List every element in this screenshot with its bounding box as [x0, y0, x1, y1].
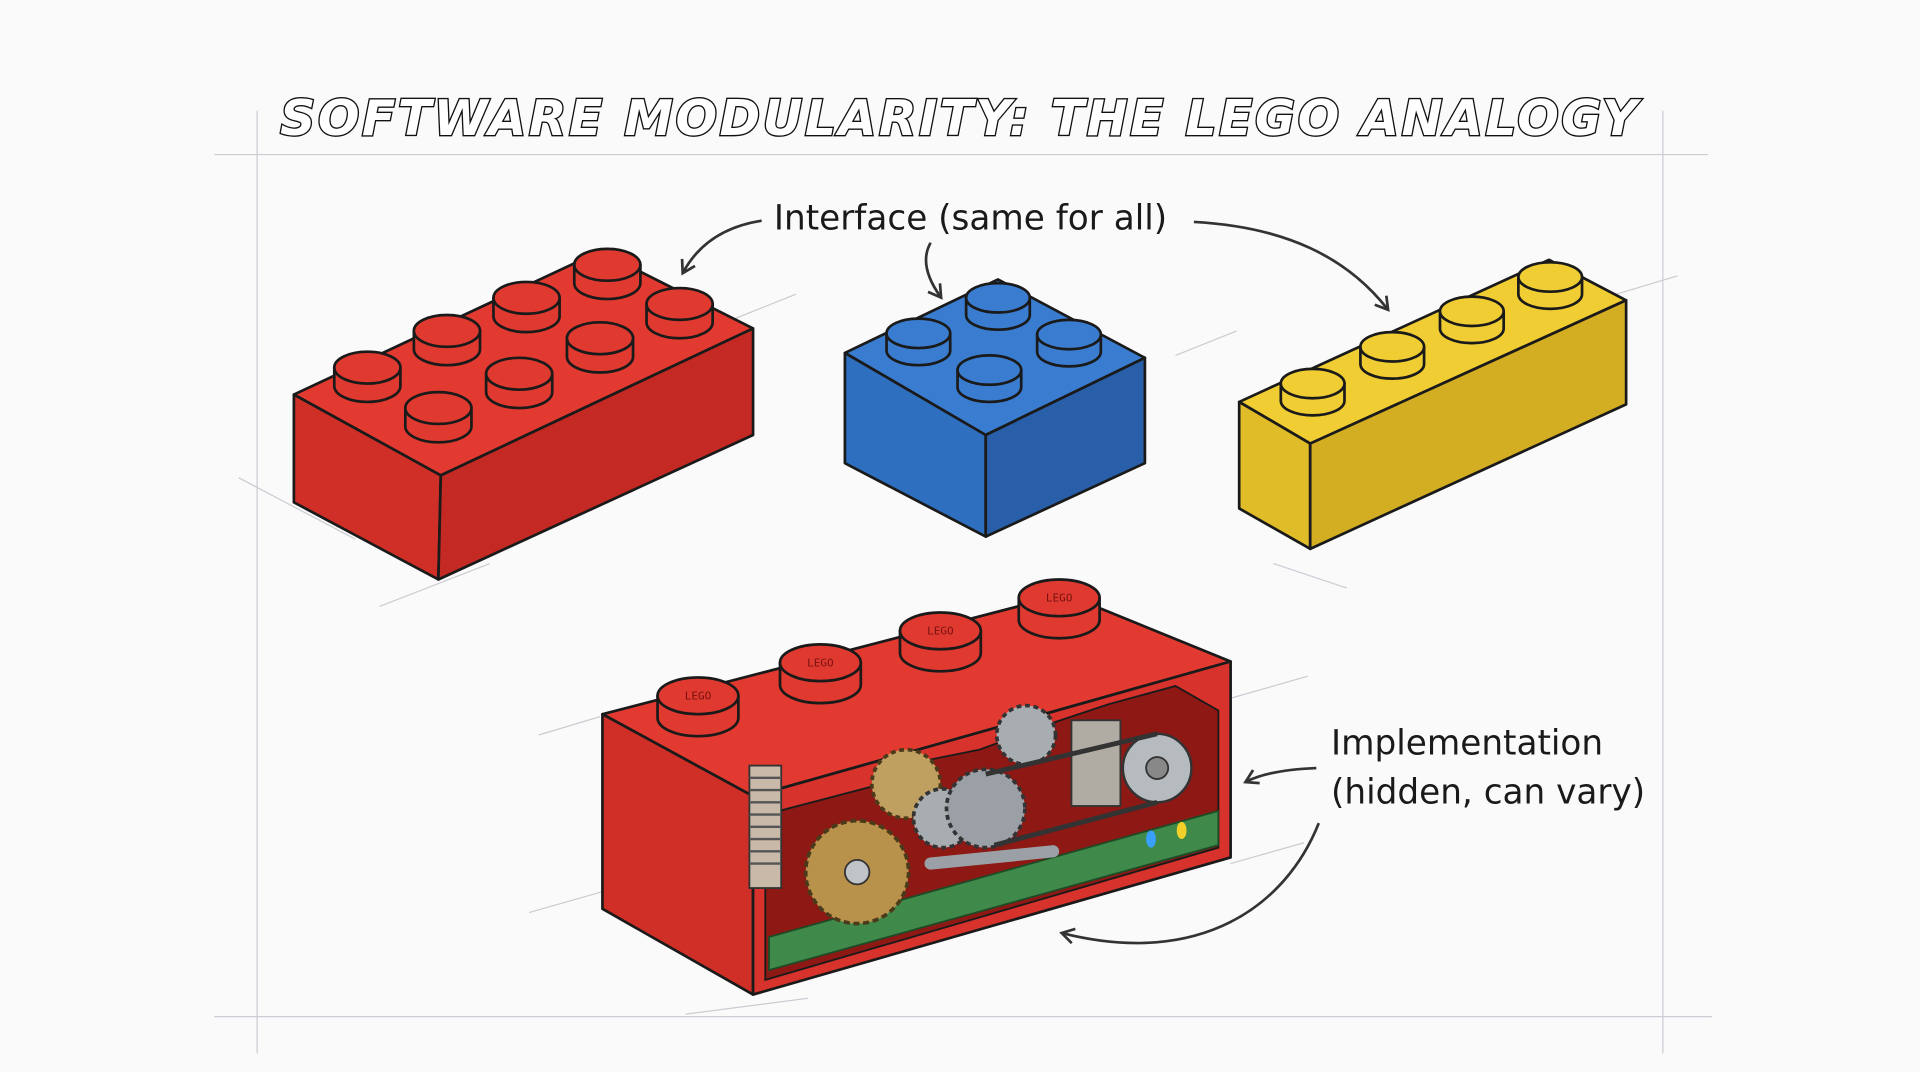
cutaway-brick-studs: LEGO LEGO LEGO LEGO — [656, 578, 1101, 738]
led-blue-icon — [1146, 830, 1156, 848]
cutaway-red-brick: LEGO LEGO LEGO LEGO — [601, 578, 1232, 996]
construction-guides — [214, 110, 1712, 1054]
blue-brick-2x2 — [843, 278, 1147, 538]
arrow-to-interior — [1243, 766, 1317, 785]
arrow-to-blue-brick — [924, 242, 943, 300]
arrow-to-yellow-brick — [1193, 220, 1390, 312]
implementation-sublabel: (hidden, can vary) — [1331, 773, 1645, 813]
stud-logo: LEGO — [807, 656, 834, 669]
red-brick-2x4 — [292, 247, 755, 581]
blue-brick-studs — [885, 281, 1103, 404]
yellow-brick-studs — [1279, 260, 1584, 417]
arrow-curving-to-mechanism — [1059, 822, 1321, 945]
internal-mechanism — [748, 703, 1220, 972]
red-brick-studs — [332, 247, 714, 444]
stud-logo: LEGO — [1046, 592, 1073, 605]
arrow-to-red-brick — [680, 219, 762, 276]
circuit-board — [768, 809, 1220, 972]
gear-icon — [994, 703, 1058, 767]
gear-icon — [944, 767, 1027, 850]
diagram-title: SOFTWARE MODULARITY: THE LEGO ANALOGY — [280, 90, 1642, 147]
interface-label: Interface (same for all) — [774, 198, 1167, 238]
drive-belt — [985, 731, 1158, 848]
yellow-brick-1x4 — [1237, 258, 1628, 551]
stud-logo: LEGO — [927, 625, 954, 638]
implementation-label: Implementation — [1331, 724, 1603, 764]
led-yellow-icon — [1176, 821, 1187, 840]
stud-logo: LEGO — [685, 689, 712, 702]
